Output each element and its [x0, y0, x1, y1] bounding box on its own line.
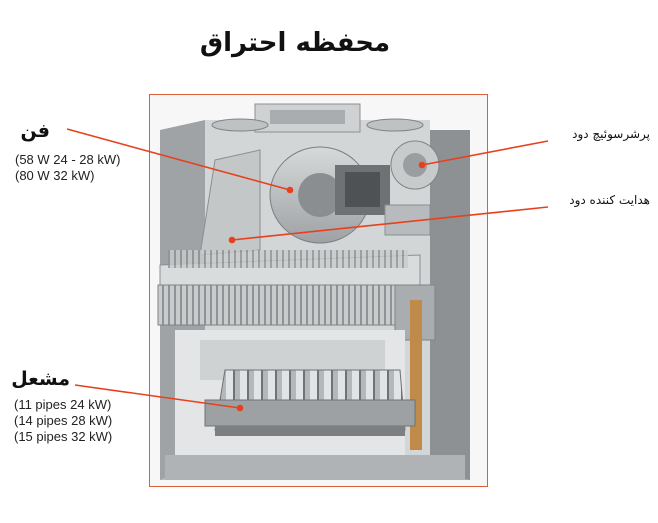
diagram-title: محفظه احتراق	[199, 28, 391, 58]
fan-spec-2: (80 W 32 kW)	[15, 168, 95, 183]
vent-housing	[211, 103, 424, 133]
heat-exchanger	[157, 284, 436, 450]
fan-label: فن	[20, 120, 50, 142]
fan-pointer-line	[66, 128, 291, 191]
burner-spec-2: (14 pipes 28 kW)	[14, 413, 113, 428]
flue-guide	[159, 250, 421, 291]
burner-pointer-dot	[236, 404, 244, 412]
burner-spec-1: (11 pipes 24 kW)	[14, 397, 112, 412]
pressure-switch-pointer-dot	[418, 161, 426, 169]
burner-pointer-line	[74, 384, 241, 409]
pressure-switch-pointer-line	[421, 140, 549, 166]
burner-spec-3: (15 pipes 32 kW)	[14, 429, 113, 444]
cabinet-base	[165, 455, 465, 480]
pointer-lines	[66, 128, 549, 412]
fan-pointer-dot	[286, 186, 294, 194]
fan-spec-1: (58 W 24 - 28 kW)	[15, 152, 121, 167]
fan-unit	[199, 146, 390, 256]
burner-label: مشعل	[11, 368, 70, 390]
flue-guide-pointer-line	[231, 206, 549, 241]
flue-guide-label: هدایت کننده دود	[569, 193, 650, 207]
burner-unit	[204, 369, 416, 436]
flue-guide-pointer-dot	[228, 236, 236, 244]
pressure-switch-label: پرشرسوئیچ دود	[572, 127, 650, 141]
pressure-switch-unit	[384, 140, 440, 236]
